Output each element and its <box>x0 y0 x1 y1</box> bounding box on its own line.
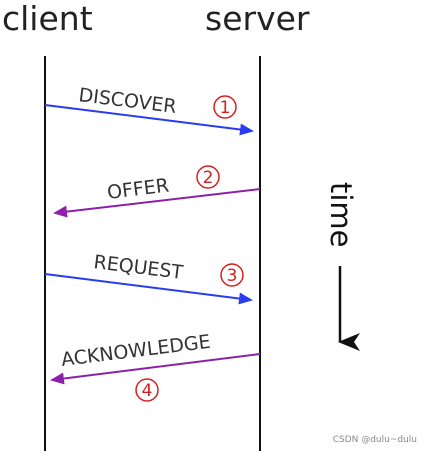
message-request: REQUEST 3 <box>44 251 253 305</box>
request-arrow <box>44 273 253 305</box>
message-offer: OFFER 2 <box>53 165 261 218</box>
step-4-number: 4 <box>142 381 153 401</box>
message-discover: DISCOVER 1 <box>44 84 254 136</box>
message-acknowledge: ACKNOWLEDGE 4 <box>50 331 261 402</box>
acknowledge-arrow <box>50 353 261 385</box>
time-axis: time <box>324 182 360 351</box>
server-heading: server <box>205 0 310 38</box>
step-4-circle <box>135 378 159 402</box>
request-label: REQUEST <box>92 251 184 284</box>
acknowledge-label: ACKNOWLEDGE <box>60 331 212 371</box>
offer-arrow <box>53 188 261 218</box>
step-2-circle <box>196 165 220 189</box>
step-3-circle <box>220 263 244 287</box>
step-1-number: 1 <box>220 98 231 118</box>
discover-label: DISCOVER <box>77 84 177 118</box>
step-1-circle <box>213 95 237 119</box>
offer-label: OFFER <box>106 175 170 204</box>
watermark: CSDN @dulu~dulu <box>332 435 417 445</box>
step-3-number: 3 <box>227 266 238 286</box>
time-label: time <box>324 182 358 248</box>
client-heading: client <box>2 0 93 38</box>
discover-arrow <box>44 104 254 136</box>
step-2-number: 2 <box>203 168 214 188</box>
